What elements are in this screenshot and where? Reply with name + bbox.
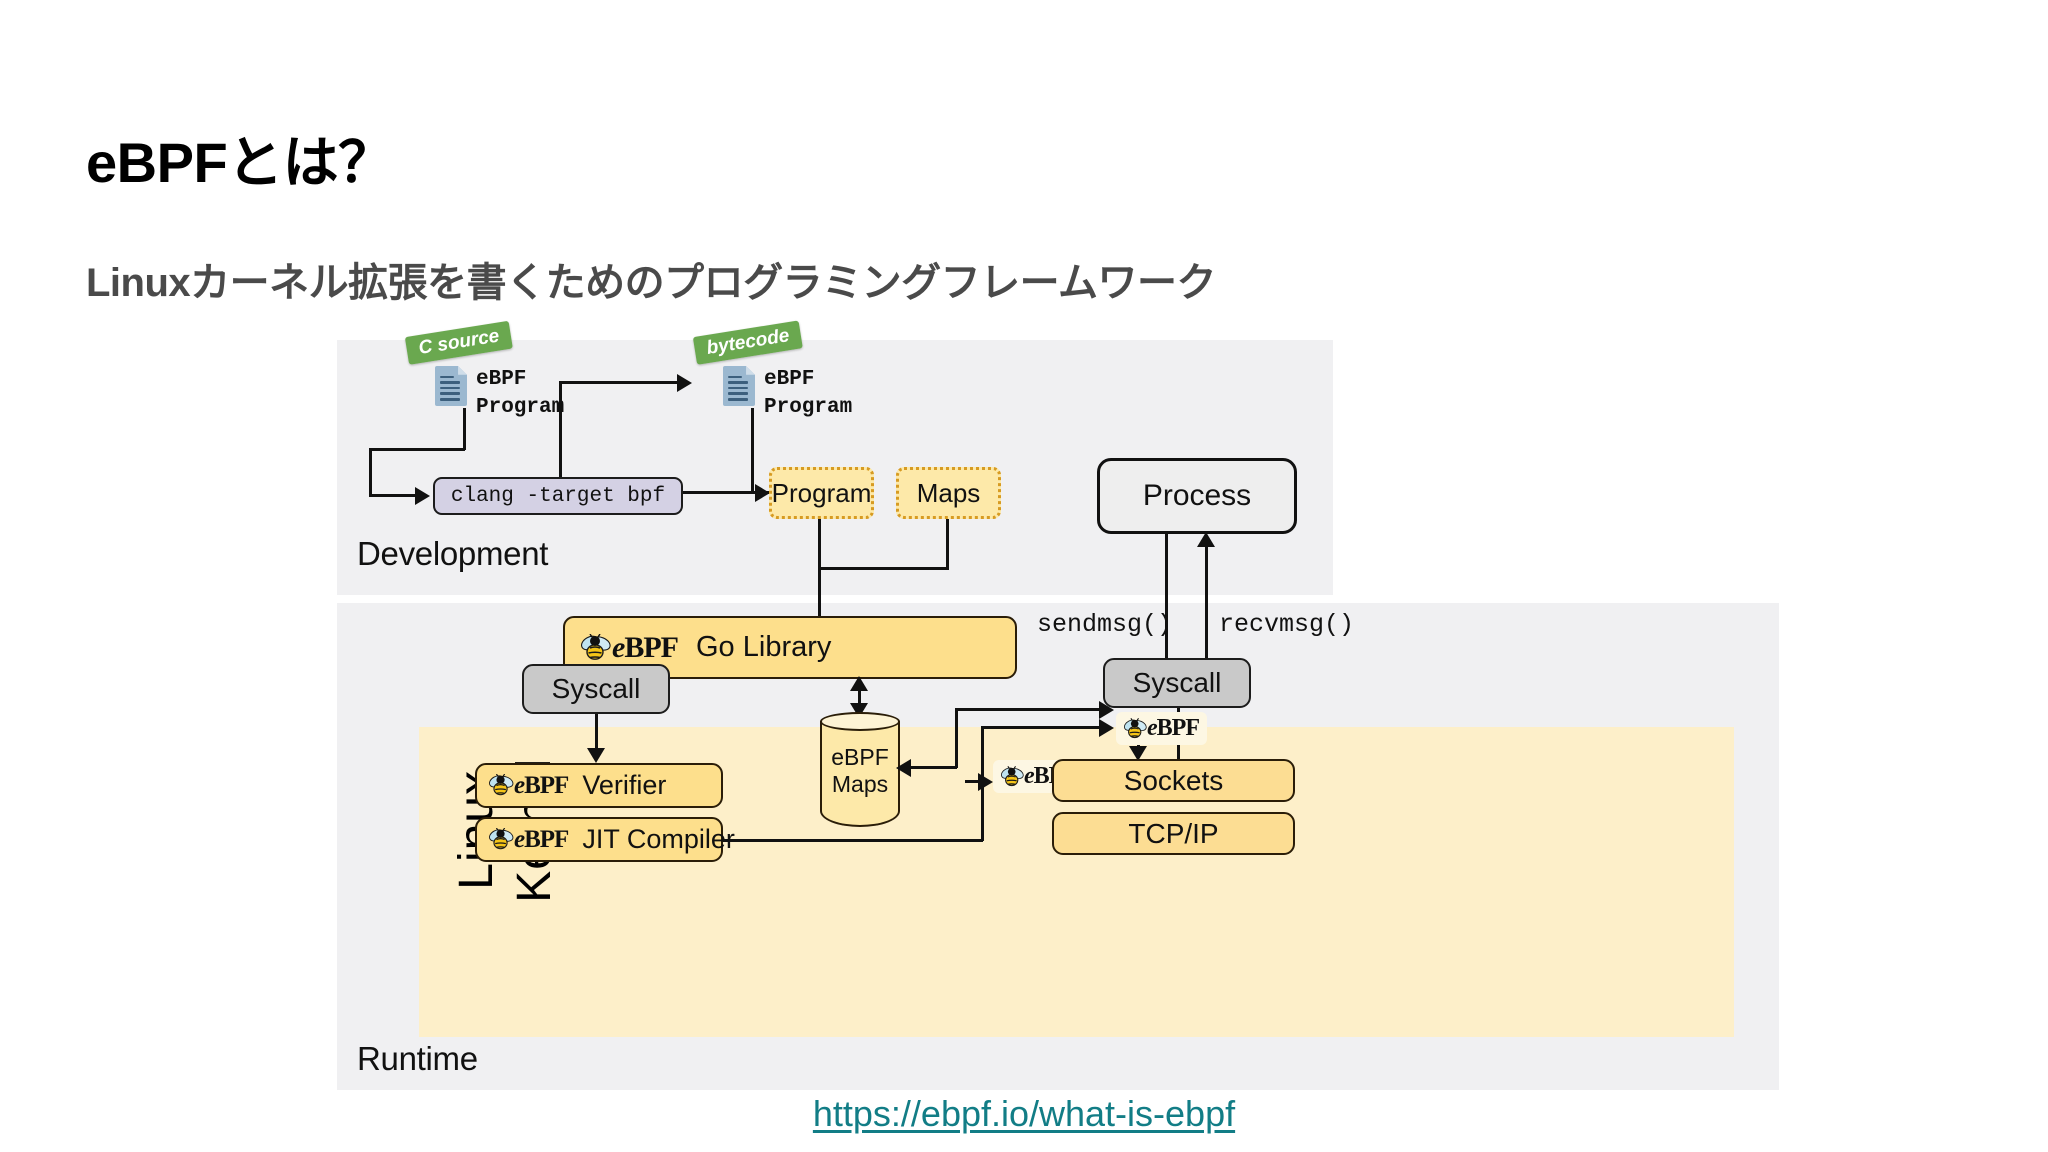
jit-compiler-label: JIT Compiler: [582, 824, 735, 854]
ebpf-bee-logo: eBPF: [489, 825, 569, 854]
syscall-box-left[interactable]: Syscall: [522, 664, 670, 714]
verifier-label: Verifier: [582, 770, 667, 800]
connector-bytecode-down: [751, 408, 754, 493]
syscall-ebpf-hook-chip[interactable]: eBPF: [1116, 712, 1207, 745]
ebpf-architecture-diagram: Development Runtime Linux Kernel C sourc…: [337, 320, 1787, 1090]
arrow-golib-up: [850, 676, 868, 691]
bytecode-document-row: eBPF Program: [723, 366, 852, 421]
arrow-into-bytecode: [677, 374, 692, 392]
connector-hook-left-top: [955, 708, 1108, 711]
ebpf-bee-logo: eBPF: [489, 771, 569, 800]
ebpf-wordmark: eBPF: [514, 771, 569, 799]
connector-sendmsg-line: [1165, 534, 1168, 660]
ebpf-maps-label: eBPF Maps: [820, 744, 900, 798]
connector-hook-down: [955, 708, 958, 768]
connector-csource-down: [463, 408, 466, 450]
connector-clang-to-program: [683, 491, 755, 494]
arrow-into-program: [755, 484, 770, 502]
arrow-recvmsg-up: [1197, 532, 1215, 547]
connector-csource-down2: [369, 448, 372, 494]
c-source-doc-line2: Program: [476, 395, 565, 419]
ebpf-wordmark: eBPF: [514, 825, 569, 853]
connector-program-down: [818, 519, 821, 569]
program-box[interactable]: Program: [769, 467, 874, 519]
ebpf-bee-logo: eBPF: [581, 630, 679, 665]
c-source-document-group: C source eBPF Program: [404, 320, 647, 440]
bytecode-ribbon: bytecode: [692, 320, 804, 365]
clang-command-box[interactable]: clang -target bpf: [433, 477, 683, 515]
bee-icon: [489, 774, 514, 796]
verifier-box[interactable]: eBPF Verifier: [475, 763, 723, 808]
ebpf-maps-line1: eBPF: [831, 744, 889, 770]
syscall-box-right[interactable]: Syscall: [1103, 658, 1251, 708]
tcpip-box[interactable]: TCP/IP: [1052, 812, 1295, 855]
bytecode-document-group: bytecode eBPF Program: [692, 320, 935, 440]
arrow-into-sockets-hook: [978, 773, 993, 791]
recvmsg-label: recvmsg(): [1219, 610, 1355, 639]
bytecode-doc-line2: Program: [764, 395, 853, 419]
connector-jit-right: [723, 839, 983, 842]
c-source-ribbon-wrapper: C source: [404, 320, 514, 365]
bee-icon: [1001, 765, 1024, 786]
arrow-hook-second: [1099, 701, 1114, 719]
sockets-box[interactable]: Sockets: [1052, 759, 1295, 802]
bytecode-ribbon-wrapper: bytecode: [692, 320, 804, 365]
connector-syscall-to-verifier: [595, 714, 598, 751]
connector-join-to-golib: [818, 567, 821, 617]
development-panel-label: Development: [357, 535, 549, 572]
page-subtitle: Linuxカーネル拡張を書くためのプログラミングフレームワーク: [86, 261, 1216, 305]
arrow-into-ebpf-maps: [896, 759, 911, 777]
connector-maps-down: [946, 519, 949, 569]
connector-csource-to-clang: [369, 494, 417, 497]
arrow-into-verifier: [587, 748, 605, 763]
bytecode-document-label: eBPF Program: [764, 366, 852, 421]
c-source-ribbon: C source: [404, 320, 514, 365]
bytecode-doc-line1: eBPF: [764, 368, 815, 391]
arrow-jit-to-hook: [1099, 719, 1114, 737]
c-source-doc-line1: eBPF: [476, 368, 527, 391]
sendmsg-label: sendmsg(): [1037, 610, 1173, 639]
connector-recvmsg-line: [1205, 545, 1208, 660]
document-icon: [435, 366, 467, 406]
connector-jit-to-syscall-hook: [981, 726, 1108, 729]
arrow-hook-down-sockets: [1129, 746, 1147, 761]
maps-box[interactable]: Maps: [896, 467, 1001, 519]
c-source-document-row: eBPF Program: [435, 366, 564, 421]
jit-compiler-box[interactable]: eBPF JIT Compiler: [475, 817, 735, 862]
runtime-panel-label: Runtime: [357, 1040, 478, 1077]
ebpf-maps-cylinder[interactable]: eBPF Maps: [820, 712, 900, 836]
arrow-into-clang: [415, 487, 430, 505]
page-title: eBPFとは？: [86, 131, 394, 194]
ebpf-bee-logo: eBPF: [1124, 715, 1200, 742]
bee-icon: [1124, 717, 1147, 738]
connector-program-maps-join: [818, 567, 949, 570]
ebpf-wordmark: eBPF: [612, 630, 679, 664]
connector-csource-left: [369, 448, 465, 451]
process-box[interactable]: Process: [1097, 458, 1297, 534]
connector-to-maps: [910, 766, 957, 769]
ebpf-maps-line2: Maps: [831, 771, 889, 798]
connector-to-sockets-hook: [965, 780, 985, 783]
go-library-label: Go Library: [696, 631, 832, 663]
source-link[interactable]: https://ebpf.io/what-is-ebpf: [812, 1093, 1236, 1134]
connector-clang-right: [559, 381, 679, 384]
connector-clang-up: [559, 381, 562, 478]
bee-icon: [489, 828, 514, 850]
c-source-document-label: eBPF Program: [476, 366, 564, 421]
document-icon: [723, 366, 755, 406]
ebpf-wordmark: eBPF: [1147, 715, 1200, 741]
bee-icon: [581, 633, 611, 660]
